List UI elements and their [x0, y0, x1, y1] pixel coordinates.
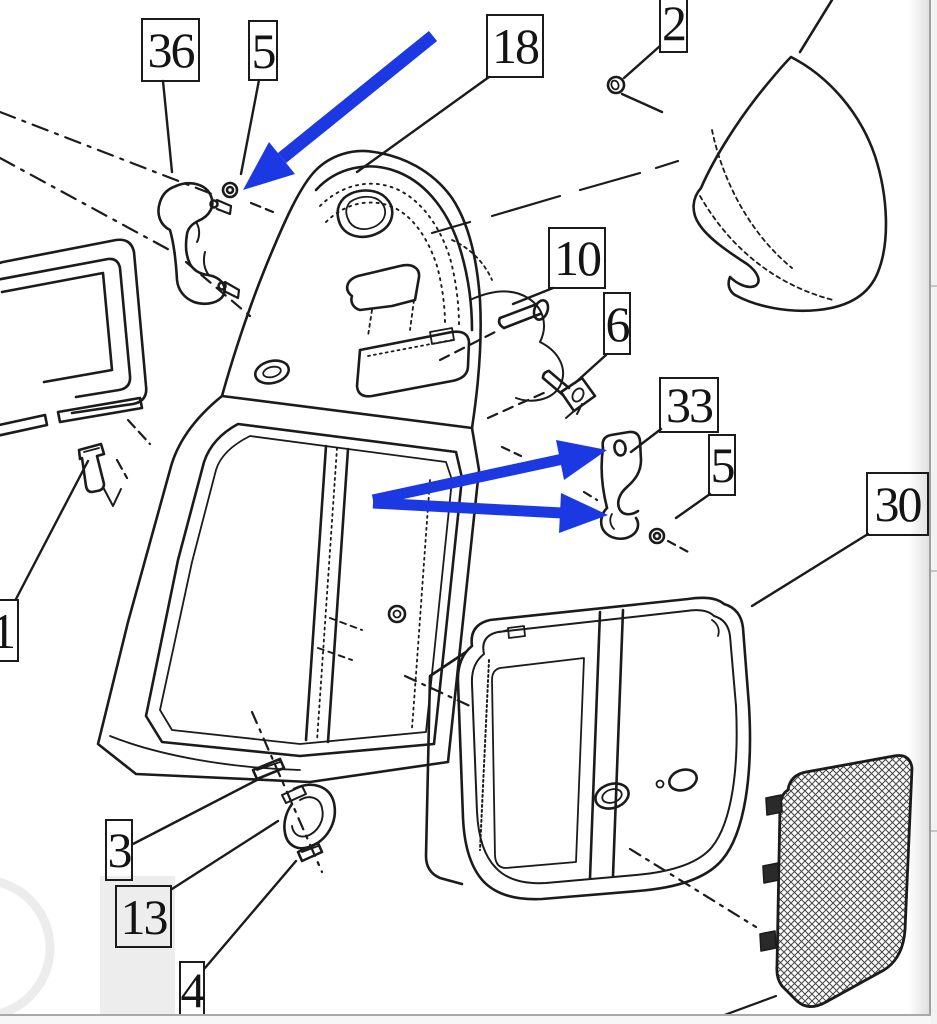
part-label-13: 13: [115, 885, 172, 948]
label-leader-lines: [14, 44, 870, 970]
inner-panel-30-part: [424, 596, 752, 901]
washer-2-part: [606, 75, 626, 95]
band-13-part: [281, 783, 337, 850]
viewer-right-gutter: [931, 0, 937, 1024]
arrow-to-bracket-33-bottom-head: [559, 493, 608, 533]
part-label-5-lower: 5: [708, 434, 736, 496]
part-label-4: 4: [179, 961, 206, 1019]
clip-3-part: [251, 757, 286, 781]
screw-10-part: [497, 299, 550, 330]
part-label-30: 30: [866, 472, 929, 536]
page-edge-shadow: [908, 0, 929, 1024]
nut-5-upper-part: [221, 181, 239, 199]
bracket-36-part: [157, 182, 241, 306]
arrow-to-bracket-33-bottom-shaft: [372, 497, 563, 519]
arrow-to-bracket-33-top-shaft: [371, 453, 565, 506]
mesh-grille-part: [759, 754, 914, 1008]
cover-part: [692, 0, 888, 313]
part-label-6: 6: [603, 292, 631, 355]
part-label-36: 36: [141, 18, 200, 82]
part-label-5-upper: 5: [248, 20, 278, 81]
screw-1-part: [77, 442, 106, 494]
nut-5-lower-part: [648, 527, 666, 545]
clamp-bracket-33-part: [599, 430, 643, 541]
part-label-2: 2: [659, 0, 688, 53]
part-label-10: 10: [548, 227, 606, 289]
viewer-bottom-gutter: [0, 1016, 931, 1024]
annotation-arrows: [243, 30, 608, 533]
front-housing-part: [96, 149, 565, 784]
arrow-to-bracket-33-top-head: [556, 440, 607, 480]
part-label-1: 1: [0, 599, 19, 662]
watermark: [0, 876, 175, 1019]
gutter-tick: [931, 830, 937, 832]
assembly-axis-lines: [0, 110, 778, 1024]
gutter-tick: [931, 285, 937, 287]
arrow-to-nut-5-upper-shaft: [277, 30, 438, 164]
page-right-border: [929, 0, 931, 1024]
seal-frame-part: [0, 238, 148, 437]
part-label-3: 3: [105, 819, 133, 881]
arrow-to-nut-5-upper-head: [243, 142, 295, 190]
gutter-tick: [931, 570, 937, 572]
page-bottom-border: [0, 1014, 931, 1016]
part-label-33: 33: [659, 377, 719, 433]
part-label-18: 18: [486, 14, 544, 78]
